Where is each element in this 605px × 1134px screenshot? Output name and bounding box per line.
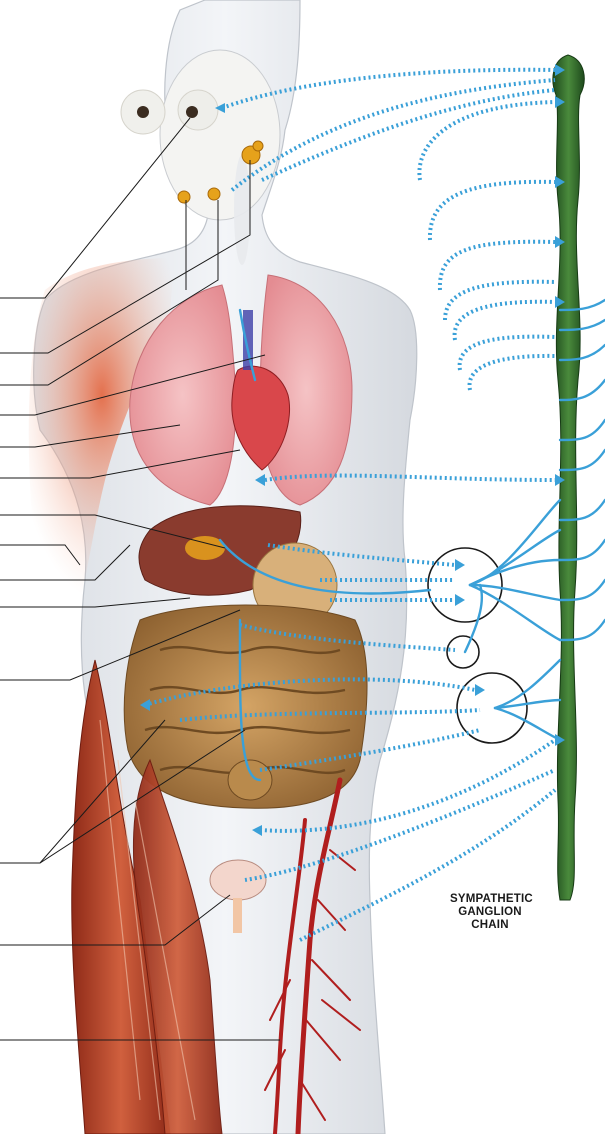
urethra [233,898,242,933]
sympathetic-chain-label: SYMPATHETIC GANGLION CHAIN [450,893,530,932]
bladder [210,860,266,900]
chain-label-line: SYMPATHETIC [450,893,530,906]
intestines [124,605,367,808]
chain-label-line: CHAIN [450,919,530,932]
chain-label-line: GANGLION [450,906,530,919]
